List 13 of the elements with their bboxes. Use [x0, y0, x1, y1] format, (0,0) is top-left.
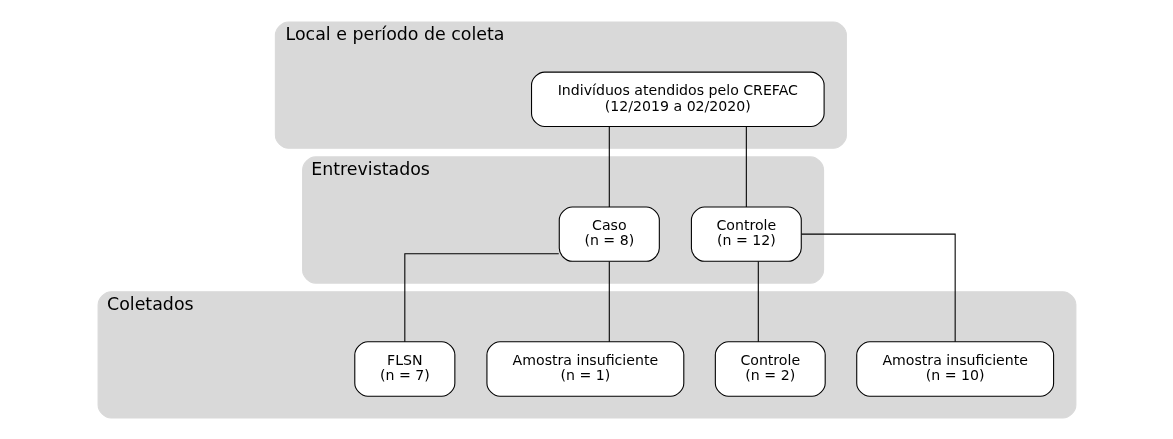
connector — [745, 125, 747, 207]
connector — [757, 260, 759, 342]
node-box: Controle (n = 2) — [714, 340, 826, 397]
node-box: Amostra insuficiente (n = 10) — [855, 340, 1054, 397]
node-box: Indivíduos atendidos pelo CREFAC (12/2019 a 02/2020) — [530, 71, 825, 127]
node-box: FLSN (n = 7) — [353, 340, 455, 397]
connector — [608, 260, 610, 342]
connector — [800, 233, 956, 342]
node-box: Controle (n = 12) — [690, 205, 802, 262]
connector — [608, 125, 610, 207]
node-box: Amostra insuficiente (n = 1) — [485, 340, 684, 397]
node-box: Caso (n = 8) — [558, 205, 660, 262]
connector — [403, 252, 559, 342]
